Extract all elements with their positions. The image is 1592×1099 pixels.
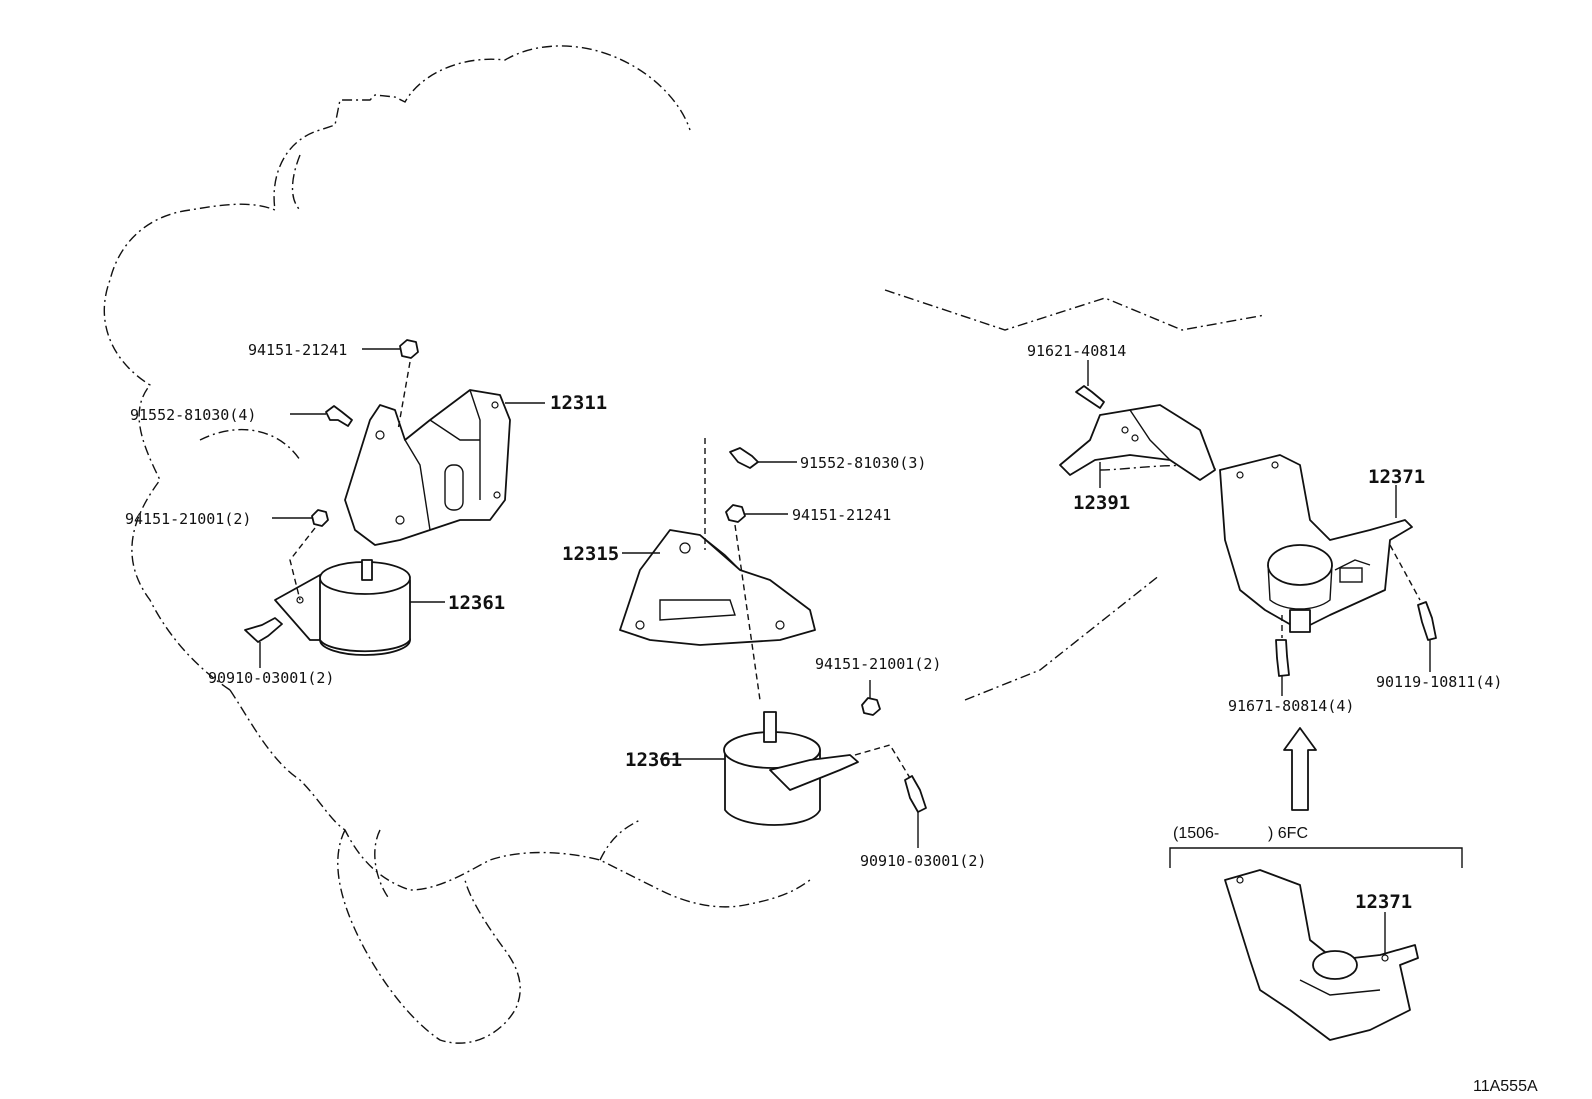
label-90119-10811-4: 90119-10811(4): [1376, 673, 1502, 691]
bracket-12311: [344, 389, 511, 546]
bolt-icon: [325, 405, 353, 427]
bolt-icon: [1417, 601, 1437, 641]
part-labels: 94151-21241 91552-81030(4) 94151-21001(2…: [125, 341, 1538, 1095]
nut-icon: [725, 504, 746, 523]
variant-note-close: ) 6FC: [1268, 825, 1308, 842]
label-94151-21241-b: 94151-21241: [792, 506, 891, 524]
up-arrow-icon: [1283, 727, 1317, 811]
assembly-lines: [289, 361, 1421, 779]
bolt-icon: [904, 775, 927, 813]
label-12391: 12391: [1073, 492, 1130, 514]
label-12315: 12315: [562, 543, 619, 565]
nut-icon: [311, 509, 329, 527]
label-12361-a: 12361: [448, 592, 505, 614]
bolt-icon: [1075, 385, 1105, 409]
bolt-icon: [1275, 639, 1290, 677]
leader-lines: [259, 348, 1431, 955]
mount-12371-upper: [1219, 454, 1413, 633]
drawing-code: 11A555A: [1473, 1078, 1538, 1095]
label-94151-21001-2-a: 94151-21001(2): [125, 510, 251, 528]
label-90910-03001-2-a: 90910-03001(2): [208, 669, 334, 687]
mount-12361-center: [723, 711, 859, 826]
mount-12361-left: [274, 559, 411, 656]
label-91671-80814-4: 91671-80814(4): [1228, 697, 1354, 715]
bracket-12315: [619, 529, 816, 646]
mount-12371-variant: [1224, 869, 1419, 1041]
nut-icon: [399, 339, 419, 359]
fasteners: [244, 339, 1437, 813]
nut-icon: [861, 697, 881, 716]
label-12371-b: 12371: [1355, 891, 1412, 913]
label-91552-81030-3: 91552-81030(3): [800, 454, 926, 472]
label-91552-81030-4: 91552-81030(4): [130, 406, 256, 424]
bolt-icon: [244, 617, 283, 643]
label-90910-03001-2-b: 90910-03001(2): [860, 852, 986, 870]
label-12311: 12311: [550, 392, 607, 414]
label-94151-21001-2-b: 94151-21001(2): [815, 655, 941, 673]
label-91621-40814: 91621-40814: [1027, 342, 1126, 360]
variant-bracket: [1169, 847, 1463, 868]
bolt-icon: [729, 447, 759, 469]
bracket-12391: [1059, 404, 1216, 481]
label-94151-21241-a: 94151-21241: [248, 341, 347, 359]
variant-note-open: (1506-: [1173, 825, 1219, 842]
label-12361-b: 12361: [625, 749, 682, 771]
label-12371-a: 12371: [1368, 466, 1425, 488]
